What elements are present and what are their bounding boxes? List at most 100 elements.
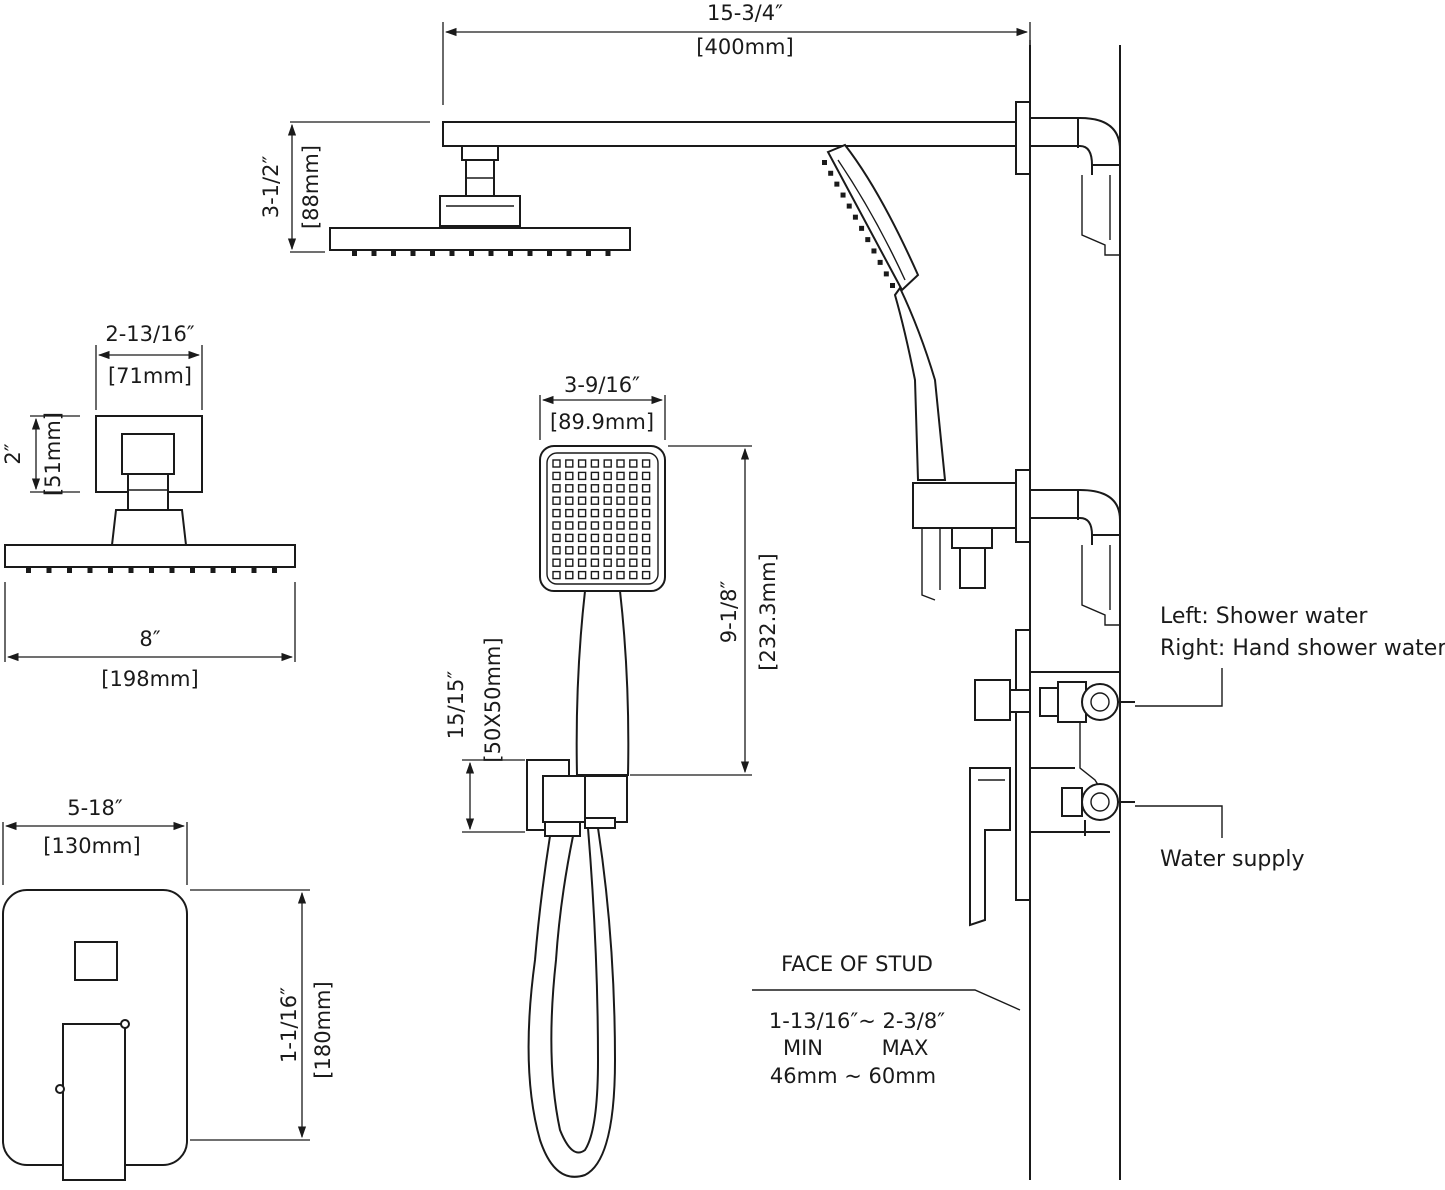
nozzle-square <box>577 533 587 543</box>
nozzle-square <box>641 570 651 580</box>
nozzle-square <box>603 546 612 555</box>
nozzle-tip <box>865 237 871 243</box>
nozzle-square <box>641 484 651 493</box>
stud-max-label: MAX <box>882 1036 929 1060</box>
nozzle-tip <box>430 250 435 256</box>
nozzle-tip <box>26 567 31 573</box>
nozzle-square <box>603 459 612 468</box>
head-drop-dimension: 3-1/2″ [88mm] <box>259 121 430 253</box>
hand-shower-nozzles <box>822 160 895 288</box>
nozzle-square <box>552 471 561 481</box>
nozzle-tip <box>391 250 396 256</box>
nozzle-square <box>629 484 638 493</box>
nozzle-square <box>590 471 600 481</box>
nozzle-tip <box>128 567 134 573</box>
nozzle-square <box>590 508 600 518</box>
nozzle-square <box>616 558 625 567</box>
plate-height-mm: [180mm] <box>311 981 335 1078</box>
arm-length-inches: 15-3/4″ <box>707 1 783 25</box>
nozzle-square <box>577 459 587 468</box>
nozzle-tip <box>859 225 865 231</box>
connector-width-mm: [71mm] <box>108 364 192 388</box>
shower-arm-dimension: 15-3/4″ [400mm] <box>442 1 1031 105</box>
holder-size-dimension: 15/15″ [50X50mm] <box>444 637 525 833</box>
handheld-length-inches: 9-1/8″ <box>717 581 741 644</box>
nozzle-square <box>603 484 612 493</box>
plate-width-inches: 5-18″ <box>67 796 123 820</box>
connector-width-inches: 2-13/16″ <box>105 322 194 346</box>
nozzle-tip <box>488 250 494 256</box>
nozzle-square <box>577 484 587 493</box>
handheld-nozzle-grid <box>552 459 651 580</box>
nozzle-square <box>590 496 600 505</box>
rain-head-nozzles <box>352 250 611 256</box>
head-width-inches: 8″ <box>139 627 160 651</box>
nozzle-square <box>603 570 612 580</box>
nozzle-square <box>590 484 600 493</box>
nozzle-tip <box>883 271 889 277</box>
head-drop-mm: [88mm] <box>299 145 323 229</box>
nozzle-square <box>629 471 638 481</box>
nozzle-square <box>565 496 574 505</box>
outlet-callout: Left: Shower water Right: Hand shower wa… <box>1135 604 1445 707</box>
nozzle-square <box>590 558 600 567</box>
nozzle-square <box>629 508 638 518</box>
stud-min-label: MIN <box>783 1036 823 1060</box>
nozzle-square <box>629 533 638 543</box>
nozzle-tip <box>251 567 257 573</box>
nozzle-square <box>565 533 574 543</box>
holder-size-mm: [50X50mm] <box>481 637 505 762</box>
nozzle-tip <box>469 250 474 256</box>
nozzle-square <box>616 570 625 580</box>
plate-width-dimension: 5-18″ [130mm] <box>2 796 188 885</box>
handheld-width-dimension: 3-9/16″ [89.9mm] <box>539 373 666 440</box>
nozzle-square <box>552 521 561 530</box>
outlet-right-label: Right: Hand shower water <box>1160 636 1445 661</box>
handheld-width-inches: 3-9/16″ <box>564 373 640 397</box>
nozzle-square <box>577 496 587 505</box>
nozzle-square <box>565 558 574 567</box>
nozzle-tip <box>46 567 52 573</box>
nozzle-square <box>603 496 612 505</box>
handheld-shower-front <box>526 445 666 1178</box>
nozzle-square <box>629 459 638 468</box>
nozzle-square <box>565 570 574 580</box>
rain-head-front-nozzles <box>26 567 277 573</box>
nozzle-tip <box>508 250 513 256</box>
shower-arm <box>442 101 1121 256</box>
nozzle-square <box>603 508 612 518</box>
arm-length-mm: [400mm] <box>696 35 793 59</box>
plate-height-inches: 1-1/16″ <box>277 987 301 1063</box>
nozzle-square <box>590 521 600 530</box>
nozzle-square <box>565 521 574 530</box>
nozzle-tip <box>371 250 377 256</box>
connector-height-dimension: 2″ [51mm] <box>1 412 80 496</box>
holder-size-inches: 15/15″ <box>444 671 468 740</box>
water-supply-callout: Water supply <box>1135 805 1305 872</box>
rain-shower-head-side <box>329 145 631 256</box>
nozzle-square <box>590 459 600 468</box>
nozzle-tip <box>828 170 834 176</box>
nozzle-tip <box>67 567 72 573</box>
nozzle-square <box>552 459 561 468</box>
connector-height-inches: 2″ <box>1 443 25 464</box>
outlet-left-label: Left: Shower water <box>1160 604 1368 629</box>
nozzle-tip <box>871 248 877 254</box>
nozzle-tip <box>169 567 175 573</box>
nozzle-square <box>641 471 651 481</box>
head-drop-inches: 3-1/2″ <box>259 156 283 219</box>
nozzle-tip <box>149 567 154 573</box>
nozzle-tip <box>449 250 455 256</box>
nozzle-square <box>603 558 612 567</box>
nozzle-tip <box>605 250 611 256</box>
handheld-length-dimension: 9-1/8″ [232.3mm] <box>630 445 780 776</box>
nozzle-square <box>641 508 651 518</box>
nozzle-square <box>565 484 574 493</box>
nozzle-tip <box>547 250 552 256</box>
connector-height-mm: [51mm] <box>41 412 65 496</box>
nozzle-square <box>565 459 574 468</box>
nozzle-tip <box>108 567 113 573</box>
nozzle-square <box>603 471 612 481</box>
head-width-mm: [198mm] <box>101 667 198 691</box>
